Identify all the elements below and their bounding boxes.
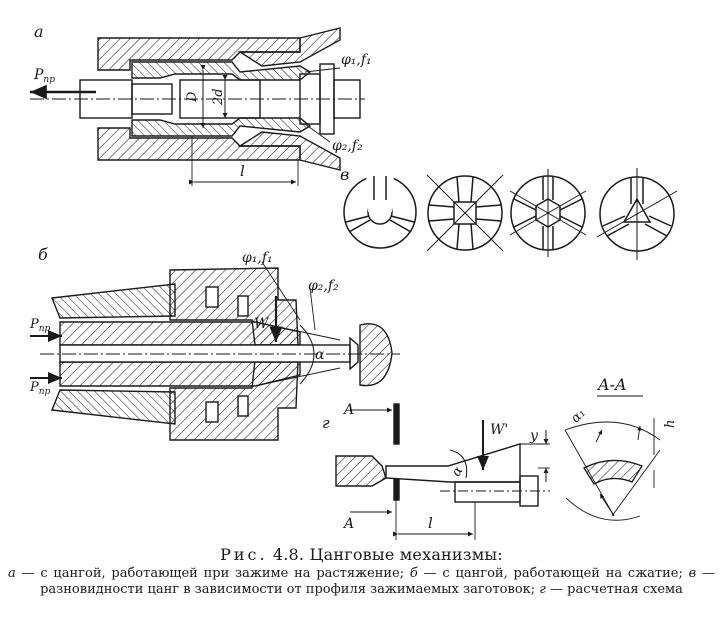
collet-profile-round [343, 172, 417, 249]
label-D: D [185, 91, 200, 103]
label-h: h [663, 420, 678, 428]
label-W: W [254, 316, 270, 332]
label-alpha1: α₁ [568, 406, 589, 427]
label-y: y [529, 428, 539, 444]
label-W-prime: W' [490, 422, 508, 438]
caption-a-text: — с цангой, работающей при зажиме на рас… [15, 566, 410, 581]
collet-profiles [343, 168, 678, 260]
collet-profile-hexagon [509, 169, 587, 257]
label-a: а [34, 22, 44, 41]
label-phi2-f2-b: φ₂,f₂ [308, 278, 339, 294]
label-A-bottom: A [342, 516, 354, 532]
caption-a-letter: а [8, 566, 16, 581]
label-2d: 2d [211, 88, 226, 106]
caption-number: 4.8. [272, 545, 305, 564]
label-section-AA: A-A [596, 375, 627, 394]
label-v: в [340, 165, 349, 184]
caption-title: Цанговые механизмы: [309, 545, 503, 564]
caption-prefix: Рис. [220, 545, 268, 564]
label-phi2-f2-a: φ₂,f₂ [332, 138, 363, 154]
caption-b-letter: б [409, 566, 418, 581]
diagram-a [29, 27, 365, 186]
caption-g-letter: г [539, 582, 546, 597]
figure-caption-title: Рис. 4.8. Цанговые механизмы: [0, 545, 723, 564]
caption-v-text: — разновидности цанг в зависимости от пр… [40, 566, 716, 597]
label-alpha-b: α [315, 347, 325, 363]
caption-g-text: — расчетная схема [545, 582, 683, 597]
caption-b-text: — с цангой, работающей на сжатие; [417, 566, 689, 581]
diagram-b [30, 261, 400, 441]
caption-v-letter: в [688, 566, 697, 581]
label-phi1-f1-b: φ₁,f₁ [242, 250, 273, 266]
section-AA [564, 418, 661, 521]
label-l-a: l [240, 162, 245, 180]
label-phi1-f1-a: φ₁,f₁ [341, 52, 372, 68]
diagram-g [335, 403, 550, 540]
figure-caption-description: а — с цангой, работающей при зажиме на р… [8, 566, 715, 598]
label-b: б [38, 245, 48, 264]
label-A-top: A [342, 402, 354, 418]
label-p-pr-b-top: Pпр [29, 317, 51, 334]
label-l-g: l [428, 514, 433, 532]
collet-profile-square [426, 174, 504, 252]
label-p-pr-a: Pпр [33, 67, 55, 85]
label-g: г [322, 414, 330, 432]
collet-profile-triangle [596, 168, 678, 260]
label-p-pr-b-bottom: Pпр [29, 380, 51, 397]
